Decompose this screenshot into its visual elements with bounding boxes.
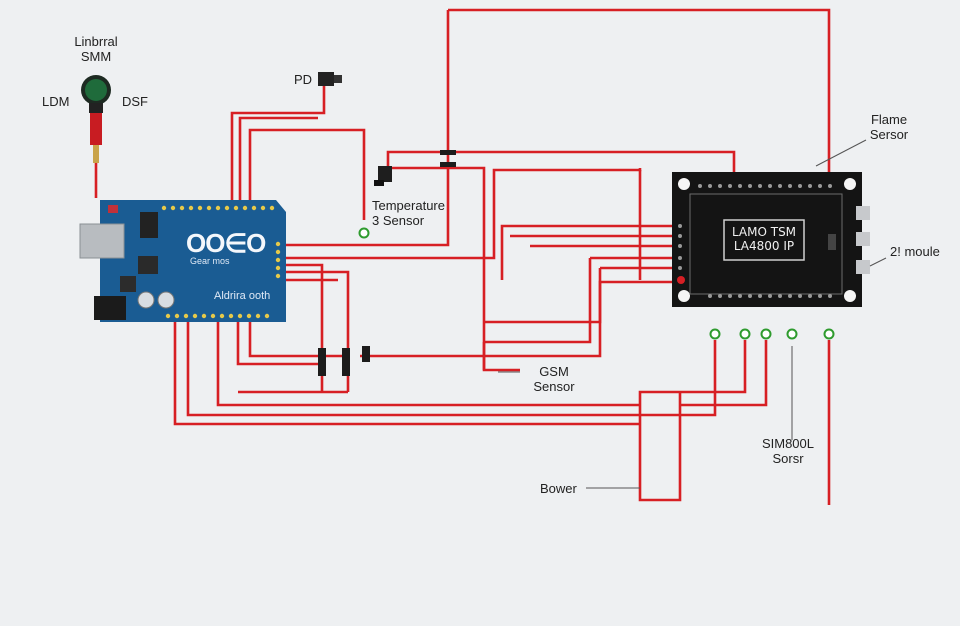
wire-temp-2: [388, 166, 520, 372]
wire-mb-2: [680, 340, 768, 407]
arduino-board: [79, 200, 286, 322]
speaker-icon: [81, 75, 111, 163]
wire-temp-1: [386, 150, 736, 185]
wire-ard-r2: [285, 270, 350, 392]
wire-top-vertical: [285, 10, 450, 247]
wire-mod-9: [484, 258, 592, 344]
wire-ard-b4: [186, 320, 717, 417]
wire-mod-3: [500, 224, 672, 280]
wire-ard-b2: [248, 320, 348, 358]
wire-ard-b1: [236, 320, 322, 366]
gsm-sensor-label: GSM Sensor: [533, 364, 575, 394]
wire-flame-top: [448, 8, 831, 185]
wire-mod-10: [360, 268, 602, 358]
power-jack-icon: [94, 296, 126, 320]
flame-sensor-label: Flame Sersor: [869, 112, 909, 142]
pd-label: PD: [294, 72, 313, 87]
pd-sensor-icon: [318, 72, 342, 86]
wire-ard-r1: [285, 263, 324, 392]
wire-mod-1: [285, 168, 642, 260]
temperature-sensor-label: Temperature 3 Sensor: [372, 198, 445, 228]
test-points: [358, 227, 835, 340]
module-label: LAMO TSM LA4800 IP: [731, 225, 797, 253]
board-name: Aldrira ooth: [214, 290, 271, 302]
board-logo: OO∈O: [186, 228, 266, 258]
wire-pd-1: [230, 86, 326, 205]
wire-pd-2: [238, 116, 318, 205]
wires: [94, 8, 831, 505]
wire-ard-b3: [216, 320, 640, 407]
usb-port-icon: [79, 223, 125, 259]
gsm-module-board: [672, 172, 870, 307]
wire-mb-1: [638, 340, 747, 502]
module-side-label: 2! moule: [890, 244, 940, 259]
lib-label: Linbrral SMM: [74, 34, 118, 64]
bower-label: Bower: [540, 481, 577, 496]
wire-ard-b5: [173, 320, 640, 426]
ldm-label: LDM: [42, 94, 70, 109]
temperature-sensor-icon: [374, 166, 392, 186]
sim800l-label: SIM800L Sorsr: [761, 436, 815, 466]
board-sub: Gear mos: [190, 256, 230, 266]
dsf-label: DSF: [122, 94, 148, 109]
inline-connectors: [318, 150, 456, 376]
wire-mod-8: [484, 280, 672, 324]
wire-pd-3: [248, 128, 366, 220]
annotation-lines: [498, 139, 887, 489]
